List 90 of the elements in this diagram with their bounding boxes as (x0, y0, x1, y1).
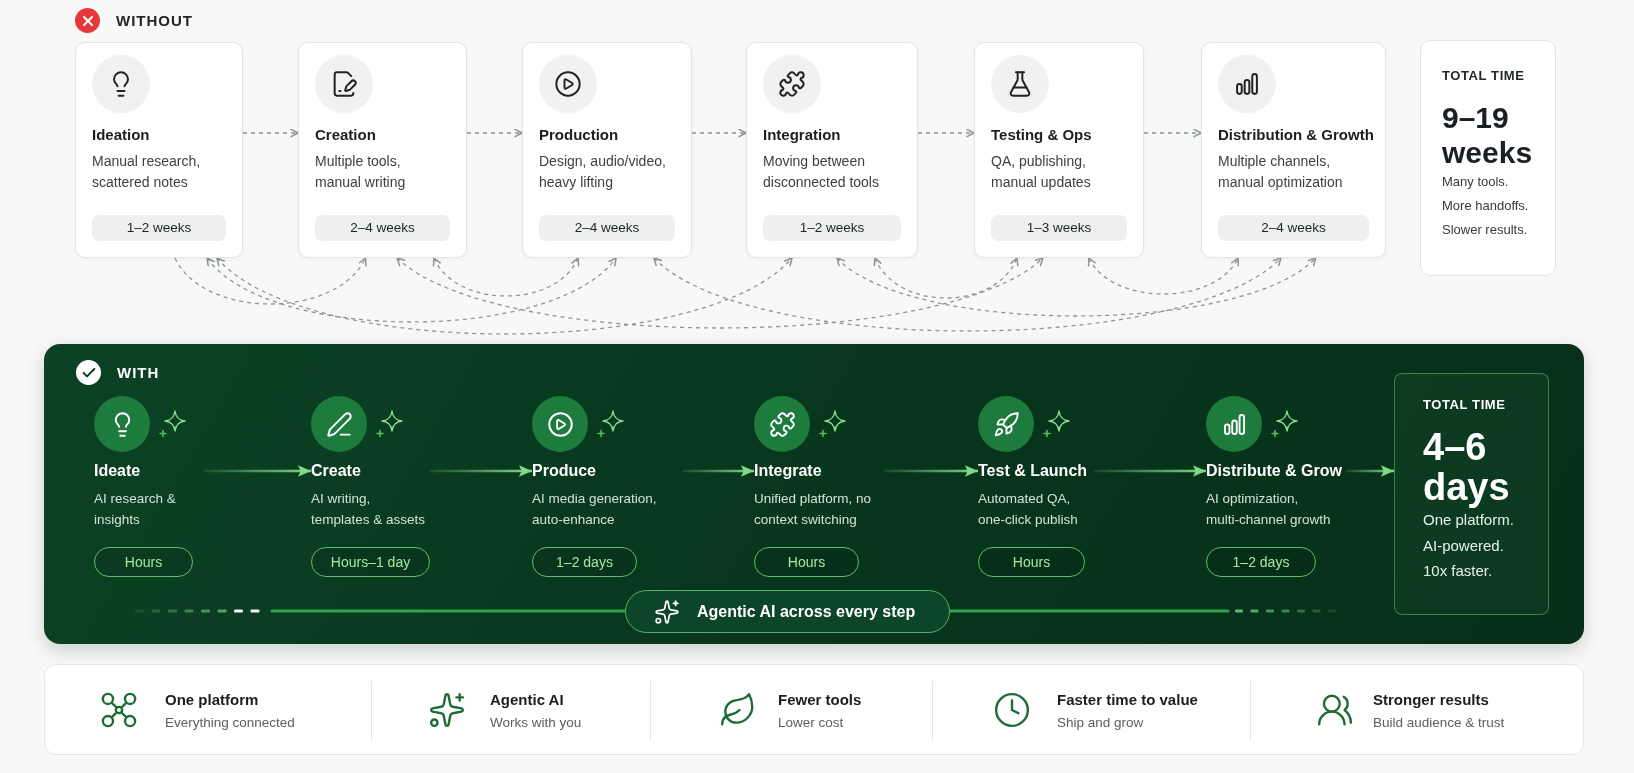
step-title: Distribute & Grow (1206, 461, 1343, 481)
arrow (429, 465, 532, 477)
curved-dashed-arrow (433, 257, 579, 297)
step-card (522, 42, 692, 258)
curved-dashed-arrow (836, 257, 1317, 317)
summary-line: More handoffs. (1442, 197, 1530, 215)
step-title: Test & Launch (978, 461, 1089, 481)
curved-dashed-arrow (874, 257, 1018, 299)
step-title: Create (311, 461, 362, 481)
summary-line: Many tools. (1442, 173, 1510, 191)
total-time-label: TOTAL TIME (1423, 397, 1507, 413)
benefit-title: Faster time to value (1057, 690, 1198, 710)
benefit-subtitle: Lower cost (778, 714, 844, 732)
arrow (204, 465, 311, 477)
benefits-bar (44, 664, 1584, 755)
duration-tag: 1–2 days (532, 547, 637, 577)
duration-tag: 1–2 days (1206, 547, 1316, 577)
duration-tag: Hours (94, 547, 193, 577)
arrow (682, 465, 754, 477)
arrow (884, 465, 978, 477)
arrow (1346, 465, 1394, 477)
total-time-value: 4–6 days (1423, 427, 1511, 507)
curved-dashed-arrow (396, 257, 1044, 329)
total-time-label: TOTAL TIME (1442, 68, 1526, 84)
summary-line: One platform. (1423, 510, 1515, 530)
step-description: Moving between disconnected tools (763, 152, 880, 192)
dashed-arrow (691, 128, 747, 138)
total-time-card (1420, 40, 1556, 276)
summary-line: Slower results. (1442, 221, 1529, 239)
step-card (298, 42, 467, 258)
duration-tag: Hours–1 day (311, 547, 430, 577)
duration-tag: 1–2 weeks (92, 215, 226, 241)
step-description: Multiple tools, manual writing (315, 152, 407, 192)
section-panel (44, 344, 1584, 644)
step-description: Design, audio/video, heavy lifting (539, 152, 667, 192)
curved-dashed-arrow (206, 257, 617, 323)
step-card (75, 42, 243, 258)
summary-line: 10x faster. (1423, 561, 1494, 581)
step-description: Unified platform, no context switching (754, 490, 873, 529)
step-description: Manual research, scattered notes (92, 152, 202, 192)
total-time-value: 9–19 weeks (1442, 100, 1534, 170)
benefit-subtitle: Works with you (490, 714, 582, 732)
dashed-arrow (466, 128, 523, 138)
total-time-card (1394, 373, 1549, 615)
step-description: QA, publishing, manual updates (991, 152, 1092, 192)
step-title: Ideation (92, 125, 151, 145)
dashed-arrow (1143, 128, 1202, 138)
duration-tag: Hours (978, 547, 1085, 577)
benefit-title: Stronger results (1373, 690, 1489, 710)
duration-tag: 1–2 weeks (763, 215, 901, 241)
benefit-title: Fewer tools (778, 690, 862, 710)
duration-tag: Hours (754, 547, 859, 577)
step-description: Automated QA, one-click publish (978, 490, 1079, 529)
summary-line: AI-powered. (1423, 535, 1505, 556)
step-title: Ideate (94, 461, 142, 481)
step-description: AI research & insights (94, 490, 177, 529)
step-title: Production (539, 125, 620, 145)
benefit-title: Agentic AI (490, 690, 564, 710)
step-title: Testing & Ops (991, 125, 1093, 145)
step-description: AI writing, templates & assets (311, 490, 427, 529)
duration-tag: 2–4 weeks (1218, 215, 1369, 241)
step-card (746, 42, 918, 258)
step-card (974, 42, 1144, 258)
step-description: AI optimization, multi-channel growth (1206, 490, 1332, 529)
dashed-arrow (917, 128, 975, 138)
step-title: Integrate (754, 461, 823, 481)
step-card (1201, 42, 1386, 258)
step-title: Distribution & Growth (1218, 125, 1371, 145)
duration-tag: 2–4 weeks (539, 215, 675, 241)
curved-dashed-arrow (216, 257, 793, 335)
benefit-subtitle: Ship and grow (1057, 714, 1144, 732)
dashed-arrow (242, 128, 299, 138)
pill-label: Agentic AI across every step (697, 602, 916, 621)
section-heading: WITHOUT (116, 10, 193, 31)
feature-pill (625, 590, 950, 633)
step-title: Integration (763, 125, 842, 145)
benefit-subtitle: Build audience & trust (1373, 714, 1505, 732)
step-description: Multiple channels, manual optimization (1218, 152, 1344, 192)
step-title: Creation (315, 125, 377, 145)
step-description: AI media generation, auto-enhance (532, 490, 658, 529)
benefit-subtitle: Everything connected (165, 714, 295, 732)
curved-dashed-arrow (1088, 257, 1239, 295)
section-heading: WITH (117, 362, 160, 383)
arrow (1094, 465, 1206, 477)
step-title: Produce (532, 461, 597, 481)
curved-dashed-arrow (653, 257, 1282, 332)
benefit-title: One platform (165, 690, 259, 710)
duration-tag: 1–3 weeks (991, 215, 1127, 241)
curved-dashed-arrow (174, 257, 367, 305)
duration-tag: 2–4 weeks (315, 215, 450, 241)
